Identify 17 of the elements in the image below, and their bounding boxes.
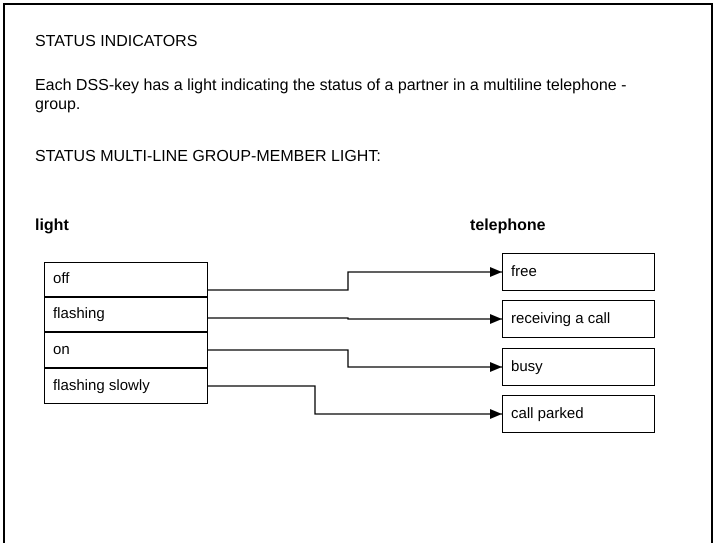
status-box: off [44,262,208,297]
status-box: free [502,253,655,291]
connector-arrow [208,314,502,324]
status-box: flashing slowly [44,368,208,404]
status-box: busy [502,348,655,386]
column-heading: telephone [470,216,546,236]
title: STATUS INDICATORS [35,32,198,52]
status-box: call parked [502,395,655,433]
connector-arrow [208,267,502,291]
connector-arrow [208,349,502,372]
connector-arrow [208,385,502,419]
status-box: receiving a call [502,300,655,338]
subheading: STATUS MULTI-LINE GROUP-MEMBER LIGHT: [35,147,381,167]
description-paragraph: Each DSS-key has a light indicating the status of a partner in a multiline telephone -group. [35,76,628,114]
column-heading: light [35,216,69,236]
status-box: on [44,332,208,368]
status-box: flashing [44,297,208,332]
